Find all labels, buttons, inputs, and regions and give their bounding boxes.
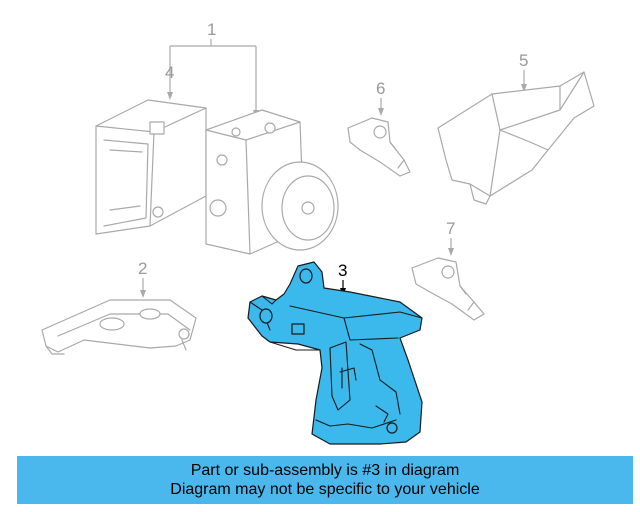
info-banner-background xyxy=(17,456,633,504)
bracket-3-body xyxy=(247,261,423,445)
callout-3: 3 xyxy=(338,261,347,280)
info-banner: Part or sub-assembly is #3 in diagram Di… xyxy=(17,456,633,504)
callout-6-arrow xyxy=(378,108,384,116)
port-4 xyxy=(209,199,227,217)
bracket-3-inner-slot xyxy=(329,341,351,411)
bracket-lower-tabs xyxy=(45,339,187,355)
callout-4: 4 xyxy=(165,63,174,82)
banner-line-1: Part or sub-assembly is #3 in diagram xyxy=(190,462,460,479)
callout-6-group: 6 xyxy=(376,79,385,116)
callout-1-group: 1 xyxy=(167,20,259,118)
bracket-3-square-tab xyxy=(291,323,305,335)
callout-7: 7 xyxy=(446,219,455,238)
bracket-3-clip xyxy=(375,405,389,423)
connector-bolt xyxy=(152,206,164,218)
air-duct-tab xyxy=(469,183,491,205)
callout-1-arrow-a xyxy=(167,92,173,100)
callout-4-group: 4 xyxy=(165,63,174,82)
bracket-lower-stud xyxy=(178,328,190,340)
port-1 xyxy=(216,154,228,166)
callout-1-leader xyxy=(169,39,257,112)
bracket-3-top-hole xyxy=(299,268,313,284)
callout-7-arrow xyxy=(448,248,454,256)
bracket-3-plate-edges xyxy=(289,305,423,341)
bracket-3-stud xyxy=(339,367,357,389)
callout-5: 5 xyxy=(519,51,528,70)
air-duct-body xyxy=(437,71,595,197)
connector-top xyxy=(149,121,165,135)
bracket-lower-hole-1 xyxy=(99,317,125,331)
bracket-lower-edge xyxy=(57,313,191,337)
callout-1: 1 xyxy=(207,20,216,39)
bracket-3-foot xyxy=(315,419,397,429)
callout-7-group: 7 xyxy=(446,219,455,256)
control-unit-panel xyxy=(103,139,149,227)
bracket-lower-hole-2 xyxy=(139,308,161,320)
sensor-upper-body xyxy=(347,117,411,177)
sensor-lower-edges xyxy=(459,285,475,311)
air-duct xyxy=(437,71,595,205)
hydraulic-block-edges xyxy=(205,121,301,255)
highlighted-part-3-bracket xyxy=(247,261,423,445)
callout-6: 6 xyxy=(376,79,385,98)
callout-2-group: 2 xyxy=(138,259,147,298)
sensor-upper-edges xyxy=(389,141,405,169)
callout-5-arrow xyxy=(521,84,527,92)
air-duct-edges xyxy=(489,71,585,197)
sensor-upper-hole xyxy=(373,125,387,139)
callout-2: 2 xyxy=(138,259,147,278)
wheel-speed-sensor-lower xyxy=(411,257,485,321)
abs-modulator-assembly xyxy=(95,99,339,255)
wheel-speed-sensor-upper xyxy=(347,117,411,177)
bracket-3-lower-hole xyxy=(386,422,398,434)
bracket-3-flange xyxy=(359,343,401,415)
pump-motor-hub xyxy=(301,201,315,215)
bracket-3-lip xyxy=(269,341,321,351)
bracket-3-left-hole xyxy=(259,308,273,324)
banner-line-2: Diagram may not be specific to your vehi… xyxy=(170,481,480,498)
port-2 xyxy=(231,127,241,137)
sensor-lower-body xyxy=(411,257,485,321)
callout-2-arrow xyxy=(140,290,146,298)
port-3 xyxy=(264,122,276,134)
mounting-bracket-lower xyxy=(41,299,197,355)
callout-5-group: 5 xyxy=(519,51,528,92)
sensor-lower-hole xyxy=(441,265,455,279)
